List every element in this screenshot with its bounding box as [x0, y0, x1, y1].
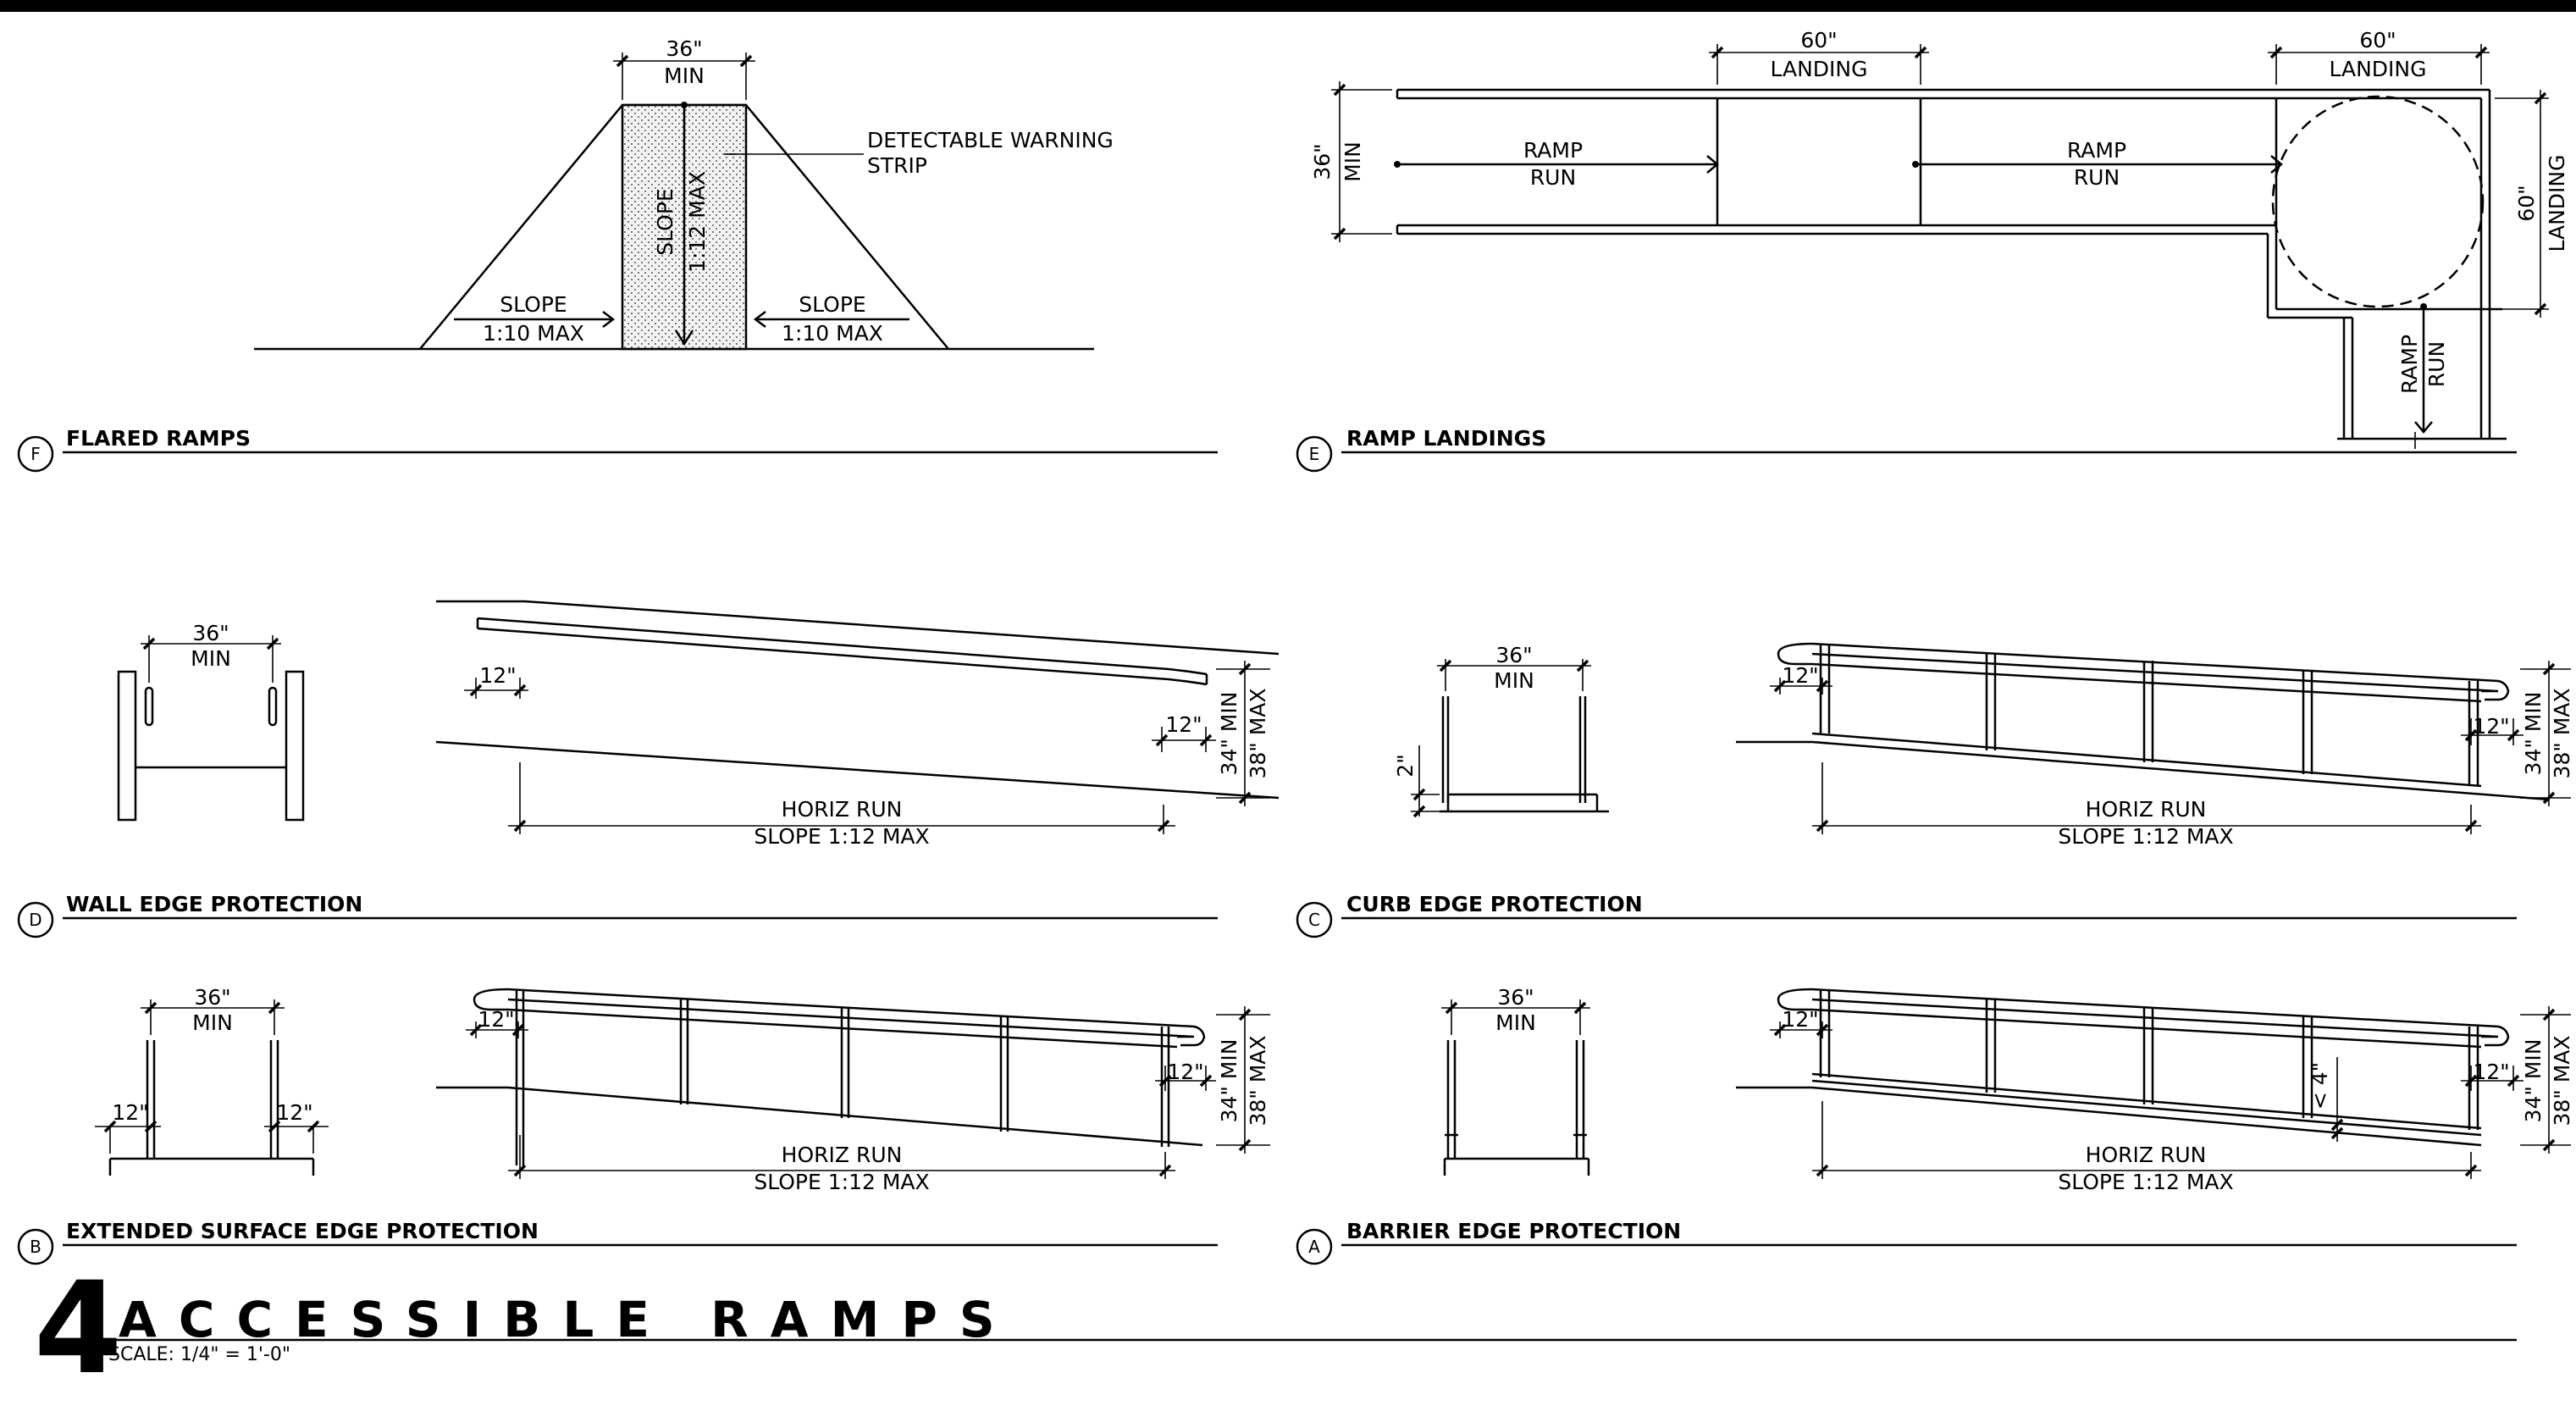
detail-a-barrier-edge-protection: 36" MIN < 4" 12"	[1296, 985, 2574, 1265]
b-rail-max: 38" MAX	[1246, 1035, 1270, 1126]
b-ext-right-dim: 12"	[1167, 1060, 1203, 1084]
c-width-dim: 36"	[1495, 643, 1532, 667]
e-width-dim: 36"	[1310, 143, 1335, 180]
a-detail-title: BARRIER EDGE PROTECTION	[1346, 1219, 1681, 1243]
e-down-run-label-2: RUN	[2424, 341, 2449, 387]
d-detail-title: WALL EDGE PROTECTION	[66, 892, 362, 916]
b-surface-right-dim: 12"	[276, 1100, 312, 1125]
f-center-slope-ratio: 1:12 MAX	[685, 171, 710, 273]
a-run-label: HORIZ RUN	[2086, 1143, 2207, 1167]
detail-d-wall-edge-protection: 36" MIN 12" 12" 34" MIN 38" MAX	[17, 600, 1280, 938]
sheet-scale: SCALE: 1/4" = 1'-0"	[108, 1344, 290, 1365]
b-detail-title: EXTENDED SURFACE EDGE PROTECTION	[66, 1219, 539, 1243]
e-detail-title: RAMP LANDINGS	[1346, 426, 1546, 451]
b-width-dim: 36"	[194, 985, 230, 1010]
e-landing1-label: LANDING	[1770, 57, 1867, 81]
c-width-min: MIN	[1494, 668, 1534, 693]
b-run-label: HORIZ RUN	[782, 1143, 903, 1167]
e-bubble: E	[1309, 444, 1320, 464]
e-side-dim: 60"	[2514, 185, 2539, 221]
f-left-slope-label: SLOPE	[500, 292, 567, 317]
d-slope-label: SLOPE 1:12 MAX	[754, 824, 929, 849]
d-width-min: MIN	[191, 646, 231, 671]
d-bubble: D	[29, 910, 41, 930]
d-ext-left-dim: 12"	[479, 663, 516, 688]
a-bubble: A	[1308, 1237, 1320, 1257]
d-rail-min: 34" MIN	[1217, 692, 1241, 776]
detail-e-ramp-landings: RAMP RUN RAMP RUN RAMP RUN 60" LANDING 6…	[1296, 28, 2569, 473]
f-detail-title: FLARED RAMPS	[66, 426, 251, 451]
c-detail-title: CURB EDGE PROTECTION	[1346, 892, 1643, 916]
a-slope-label: SLOPE 1:12 MAX	[2058, 1170, 2233, 1194]
f-right-slope-label: SLOPE	[799, 292, 865, 317]
e-run2-label-2: RUN	[2074, 165, 2120, 190]
d-run-label: HORIZ RUN	[782, 797, 903, 822]
detail-c-curb-edge-protection: 36" MIN 2" 12"	[1296, 642, 2574, 938]
a-rail-min: 34" MIN	[2521, 1039, 2546, 1123]
c-bubble: C	[1308, 910, 1320, 930]
c-slope-label: SLOPE 1:12 MAX	[2058, 824, 2233, 849]
e-width-min: MIN	[1341, 141, 1365, 182]
sheet-top-border	[0, 0, 2576, 12]
f-center-slope-label: SLOPE	[653, 188, 677, 255]
d-ext-right-dim: 12"	[1165, 712, 1202, 737]
e-run2-label: RAMP	[2067, 138, 2126, 163]
b-ext-left-dim: 12"	[478, 1007, 514, 1032]
sheet-title: ACCESSIBLE RAMPS	[119, 1291, 1017, 1348]
detail-b-extended-surface-edge-protection: 36" MIN 12" 12" 12"	[17, 985, 1270, 1265]
a-gap-dim: < 4"	[2308, 1062, 2332, 1110]
b-rail-min: 34" MIN	[1217, 1039, 1241, 1123]
b-bubble: B	[30, 1237, 41, 1257]
a-width-min: MIN	[1495, 1010, 1536, 1035]
f-right-slope-ratio: 1:10 MAX	[782, 321, 883, 346]
e-side-label: LANDING	[2545, 154, 2569, 252]
e-landing2-label: LANDING	[2329, 57, 2426, 81]
d-width-dim: 36"	[192, 621, 229, 645]
f-left-slope-ratio: 1:10 MAX	[483, 321, 584, 346]
e-run1-label-2: RUN	[1530, 165, 1576, 190]
b-width-min: MIN	[192, 1010, 233, 1035]
e-down-run-label: RAMP	[2397, 335, 2422, 394]
sheet-number: 4	[34, 1255, 122, 1403]
c-run-label: HORIZ RUN	[2086, 797, 2207, 822]
d-rail-max: 38" MAX	[1246, 688, 1270, 778]
f-warning-label: DETECTABLE WARNING	[867, 128, 1114, 152]
a-ext-left-dim: 12"	[1782, 1007, 1818, 1032]
e-landing2-dim: 60"	[2359, 28, 2396, 53]
sheet-title-block: 4 ACCESSIBLE RAMPS SCALE: 1/4" = 1'-0"	[34, 1255, 2517, 1403]
c-rail-min: 34" MIN	[2521, 692, 2546, 776]
c-ext-right-dim: 12"	[2473, 714, 2509, 739]
a-ext-right-dim: 12"	[2473, 1060, 2509, 1084]
f-bubble: F	[30, 444, 41, 464]
b-surface-left-dim: 12"	[112, 1100, 148, 1125]
c-curb-dim: 2"	[1393, 754, 1418, 777]
a-width-dim: 36"	[1497, 985, 1534, 1010]
f-width-min: MIN	[664, 64, 705, 88]
e-run1-label: RAMP	[1523, 138, 1583, 163]
f-width-dim: 36"	[666, 36, 702, 61]
detail-f-flared-ramps: 36" MIN SLOPE 1:12 MAX DETECTABLE WARNIN…	[17, 36, 1218, 473]
b-slope-label: SLOPE 1:12 MAX	[754, 1170, 929, 1194]
c-rail-max: 38" MAX	[2550, 688, 2574, 778]
c-ext-left-dim: 12"	[1782, 663, 1818, 688]
f-warning-label-2: STRIP	[867, 153, 927, 178]
a-rail-max: 38" MAX	[2550, 1035, 2574, 1126]
e-landing1-dim: 60"	[1800, 28, 1837, 53]
